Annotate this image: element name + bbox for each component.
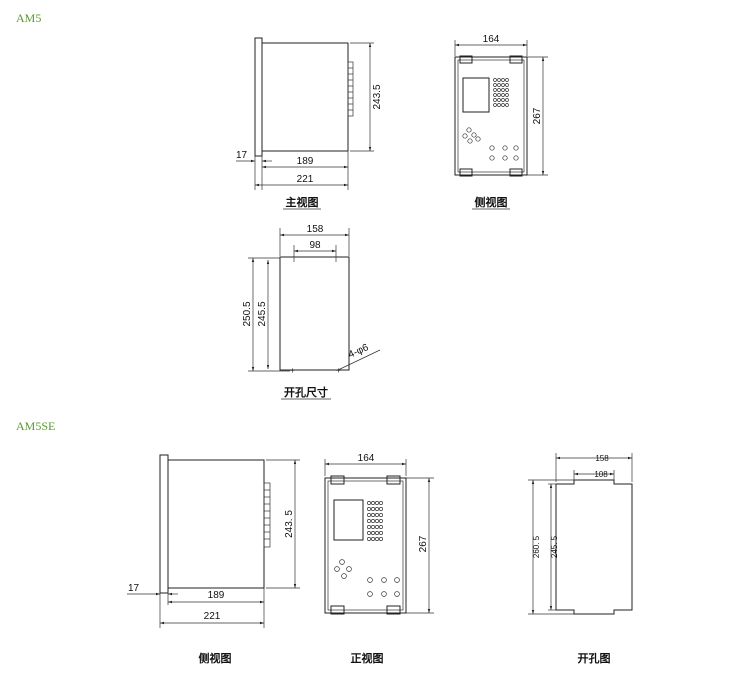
am5se-side-height-dim: 243. 5: [284, 510, 295, 538]
led-indicators: [493, 78, 509, 107]
am5se-flange-dim: 17: [128, 583, 140, 594]
am5-total-dim: 221: [297, 174, 314, 185]
am5-flange-dim: 17: [236, 150, 248, 161]
am5se-cutout-outer-height: 260. 5: [532, 535, 541, 558]
mount-tab: [509, 55, 523, 64]
device-front: [324, 477, 407, 614]
device-body: [261, 42, 349, 152]
am5se-side-view-caption: 侧视图: [199, 651, 232, 665]
cutout-outline: [555, 479, 633, 615]
keypad-buttons: [334, 559, 400, 597]
am5se-depth-dim: 189: [208, 590, 225, 601]
panel-flange: [159, 454, 169, 594]
am5-main-height-dim: 243.5: [372, 84, 383, 109]
mount-tab: [509, 168, 523, 177]
am5-cutout: + + 158 98 250.5 245.5 4-φ6 开孔尺寸: [242, 224, 381, 400]
am5se-cutout-outer-width: 158: [595, 454, 609, 463]
terminal-strip: [263, 482, 271, 548]
cutout-outline: [279, 256, 350, 371]
terminal-strip: [347, 61, 354, 117]
mount-tab: [330, 605, 345, 615]
section-title-am5: AM5: [16, 11, 42, 25]
am5-side-width-dim: 164: [483, 34, 500, 45]
am5-cutout-caption: 开孔尺寸: [284, 385, 328, 399]
am5se-cutout-caption: 开孔图: [578, 652, 611, 665]
am5se-front-view-caption: 正视图: [351, 651, 384, 665]
am5-side-view-caption: 侧视图: [475, 195, 508, 209]
am5se-front-width-dim: 164: [358, 453, 375, 464]
am5-depth-dim: 189: [297, 156, 314, 167]
led-indicators: [367, 501, 383, 541]
am5se-side-view: 243. 5 17 189 221 侧视图: [127, 454, 300, 665]
am5se-total-dim: 221: [204, 611, 221, 622]
am5-hole-spec: 4-φ6: [347, 342, 371, 361]
hole-mark: +: [336, 366, 341, 375]
am5-main-view-caption: 主视图: [286, 195, 319, 209]
section-title-am5se: AM5SE: [16, 419, 56, 433]
keypad-buttons: [462, 127, 519, 161]
am5-side-height-dim: 267: [532, 107, 543, 124]
am5-cutout-inner-width: 98: [309, 240, 321, 251]
device-front: [454, 56, 528, 176]
device-body: [167, 459, 265, 589]
am5se-cutout-inner-height: 245. 5: [550, 535, 559, 558]
am5se-front-view: 164 267 正视图: [324, 453, 434, 665]
mount-tab: [330, 475, 345, 485]
mount-tab: [459, 168, 473, 177]
am5-main-view: 243.5 17 189 221 主视图: [236, 37, 383, 210]
lcd-screen: [333, 499, 364, 541]
am5-cutout-inner-height: 245.5: [257, 301, 268, 326]
am5-side-view: 164 267 侧视图: [454, 34, 548, 210]
mount-tab: [386, 475, 401, 485]
hole-mark: +: [290, 366, 295, 375]
am5-cutout-outer-height: 250.5: [242, 301, 253, 326]
am5-cutout-outer-width: 158: [307, 224, 324, 235]
am5se-cutout-inner-width: 108: [594, 470, 608, 479]
am5se-cutout: 158 108 260. 5 245. 5 开孔图: [528, 453, 633, 665]
lcd-screen: [462, 77, 490, 113]
mount-tab: [459, 55, 473, 64]
mount-tab: [386, 605, 401, 615]
panel-flange: [254, 37, 263, 157]
am5se-front-height-dim: 267: [418, 535, 429, 552]
